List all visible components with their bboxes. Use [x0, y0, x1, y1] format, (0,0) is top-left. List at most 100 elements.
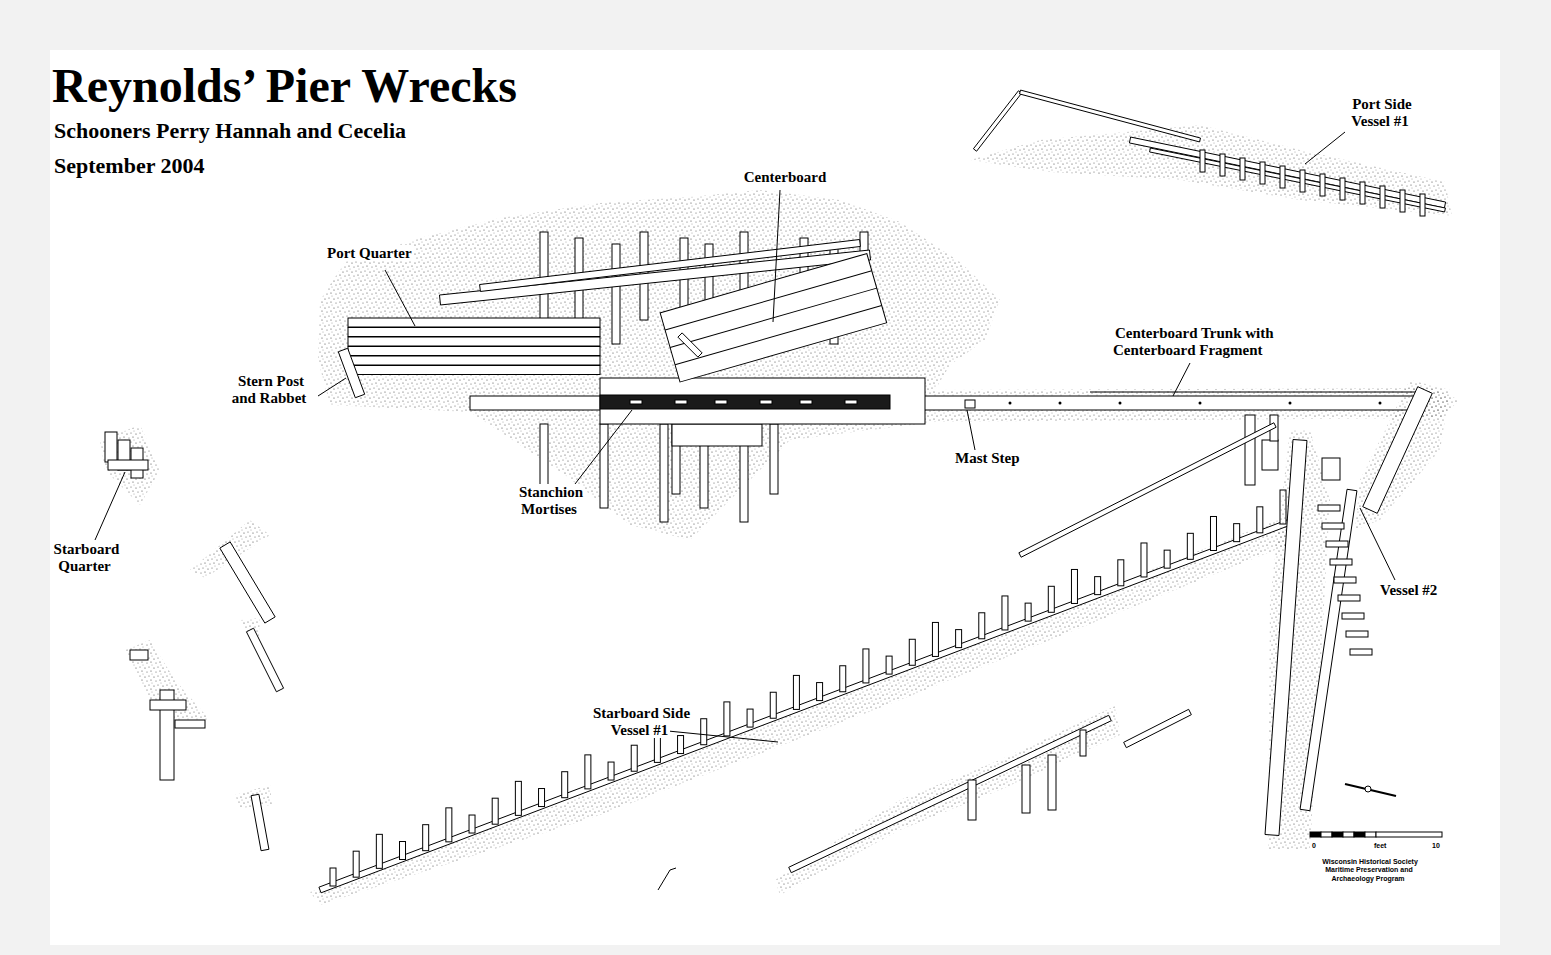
drawing-part: [95, 132, 1395, 742]
part-label: Starboard Quarter: [38, 541, 133, 576]
timber: [630, 400, 642, 404]
scale-unit: feet: [1372, 842, 1398, 850]
timber: [539, 789, 545, 807]
label-text: Stern Post and Rabbet: [232, 373, 309, 406]
timber: [1376, 832, 1442, 837]
timber: [1118, 560, 1124, 586]
timber: [1338, 595, 1360, 601]
north-arrow: [1345, 784, 1396, 796]
timber: [1141, 543, 1147, 577]
label-text: September 2004: [52, 153, 207, 178]
timber: [105, 432, 117, 462]
label-text: Vessel #2: [1378, 582, 1439, 598]
timber: [175, 720, 205, 728]
timber: [319, 519, 1291, 893]
timber: [1365, 832, 1376, 837]
timber: [348, 337, 600, 346]
timber: [515, 781, 521, 815]
timber: [1019, 90, 1200, 142]
timber: [130, 650, 148, 660]
timber: [330, 868, 336, 886]
north-arrow: [1365, 786, 1371, 792]
timber: [1245, 415, 1255, 485]
timber: [1334, 577, 1356, 583]
scale-number: 10: [1430, 842, 1448, 850]
timber: [348, 347, 600, 356]
label-text: Starboard Quarter: [52, 541, 120, 574]
timber: [979, 613, 985, 639]
timber: [886, 656, 892, 674]
timber: [1265, 440, 1307, 836]
drawing-part: [575, 410, 632, 484]
timber: [108, 460, 148, 470]
label-text: 10: [1430, 842, 1442, 849]
vessel-label: Starboard Side Vessel #1: [578, 705, 703, 740]
debris: [658, 868, 676, 890]
label-text: Mast Step: [953, 450, 1022, 466]
date: September 2004: [52, 153, 352, 178]
timber: [1280, 166, 1285, 188]
timber: [1124, 709, 1192, 747]
fastener: [1289, 402, 1292, 405]
timber: [956, 630, 962, 648]
timber: [1300, 170, 1305, 192]
part-label: Centerboard Trunk with Centerboard Fragm…: [1113, 325, 1313, 360]
drawing-part: [318, 378, 346, 396]
timber: [348, 328, 600, 337]
timber: [1340, 178, 1345, 200]
label-text: 0: [1310, 842, 1318, 849]
timber: [469, 815, 475, 833]
timber: [660, 424, 668, 522]
timber: [800, 400, 812, 404]
label-text: Stanchion Mortises: [517, 484, 583, 517]
timber: [608, 762, 614, 780]
timber: [1343, 832, 1354, 837]
timber: [789, 715, 1112, 872]
timber: [1322, 458, 1340, 480]
timber: [770, 424, 778, 494]
timber: [1318, 505, 1340, 511]
timber: [1095, 577, 1101, 595]
sediment-stipple: [310, 515, 1300, 905]
label-text: Centerboard: [742, 169, 829, 185]
timber: [376, 834, 382, 868]
timber: [585, 755, 591, 789]
label-text: Centerboard Trunk with Centerboard Fragm…: [1113, 325, 1274, 358]
timber: [251, 794, 269, 850]
timber: [1048, 586, 1054, 612]
timber: [1129, 137, 1445, 208]
sediment-stipple: [100, 425, 160, 505]
timber: [1400, 190, 1405, 212]
timber: [1048, 755, 1056, 810]
fastener: [1199, 402, 1202, 405]
timber: [1025, 603, 1031, 621]
drawing-part: [773, 190, 780, 322]
sediment-stipple: [775, 706, 1120, 895]
timber: [701, 719, 707, 745]
timber: [1080, 730, 1086, 756]
timber: [246, 628, 283, 692]
fastener: [1059, 402, 1062, 405]
centerboard-trunk: [1090, 392, 1420, 393]
timber: [1363, 387, 1433, 514]
drawing-part: [385, 270, 415, 326]
part-label: Stanchion Mortises: [500, 484, 600, 519]
timber: [1342, 613, 1364, 619]
drawing-part: [967, 410, 975, 450]
timber: [973, 91, 1021, 151]
credit-note: Wisconsin Historical Society Maritime Pr…: [1305, 858, 1433, 883]
drawing-part: [675, 305, 882, 364]
timber: [1332, 832, 1343, 837]
timber: [600, 395, 890, 409]
drawing-part: [95, 472, 125, 540]
sediment-stipple: [1355, 380, 1450, 530]
timber: [1354, 832, 1365, 837]
subtitle: Schooners Perry Hannah and Cecelia: [52, 118, 612, 143]
timber: [1234, 524, 1240, 542]
timber: [1260, 162, 1265, 184]
timber: [348, 356, 600, 365]
wreck-timbers: [100, 90, 1460, 905]
timber: [600, 378, 925, 424]
part-label: Centerboard: [725, 169, 845, 186]
